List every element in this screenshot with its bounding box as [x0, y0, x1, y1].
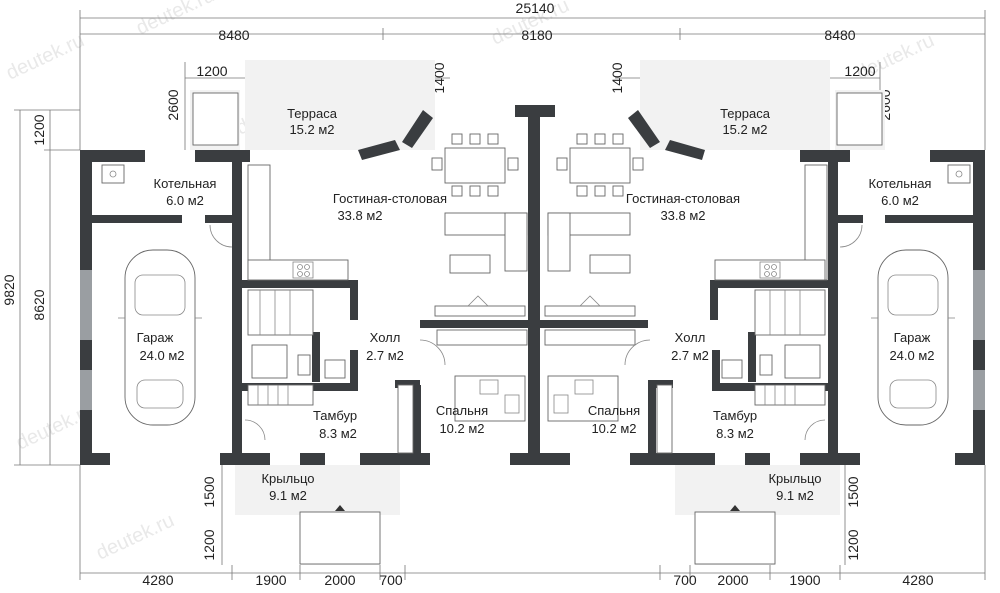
room-bedroom-left-name: Спальня [436, 403, 488, 418]
dim-bottom-700-left: 700 [379, 572, 403, 588]
dim-left-9820: 9820 [1, 274, 17, 305]
room-living-left-area: 33.8 м2 [337, 208, 382, 223]
dim-left-1200: 1200 [31, 114, 47, 145]
dim-porch-left-1500: 1500 [201, 476, 217, 507]
car-right [871, 249, 955, 426]
dim-total-width: 25140 [516, 0, 555, 16]
dim-bottom-1900-right: 1900 [789, 572, 820, 588]
porch-steps-right [694, 505, 776, 565]
watermark: deutek.ru [3, 29, 88, 84]
room-hall-right-area: 2.7 м2 [671, 348, 709, 363]
bed-right [547, 375, 619, 422]
dim-bottom-2000-left: 2000 [324, 572, 355, 588]
room-porch-right-area: 9.1 м2 [776, 488, 814, 503]
room-terrace-right-area: 15.2 м2 [722, 122, 767, 137]
sofa-right [547, 212, 631, 274]
dim-bottom-4280-right: 4280 [902, 572, 933, 588]
dim-bottom-2000-right: 2000 [717, 572, 748, 588]
room-labels-right: Терраса 15.2 м2 Котельная 6.0 м2 Гостина… [588, 106, 935, 503]
room-living-left-name: Гостиная-столовая [333, 191, 447, 206]
room-bedroom-right-name: Спальня [588, 403, 640, 418]
dim-left-2600: 2600 [165, 89, 181, 120]
room-garage-right-area: 24.0 м2 [889, 348, 934, 363]
dim-bottom-1900-left: 1900 [255, 572, 286, 588]
walls [80, 105, 985, 465]
room-boiler-left-name: Котельная [154, 176, 217, 191]
sofa-left [444, 212, 528, 274]
room-boiler-left-area: 6.0 м2 [166, 193, 204, 208]
stair-right [754, 289, 826, 406]
room-vestibule-right-area: 8.3 м2 [716, 426, 754, 441]
watermark: deutek.ru [93, 509, 178, 564]
room-terrace-left-name: Терраса [287, 106, 338, 121]
stair-left [247, 289, 314, 406]
room-labels-left: Терраса 15.2 м2 Котельная 6.0 м2 Гостина… [137, 106, 488, 503]
room-garage-right-name: Гараж [894, 330, 931, 345]
room-hall-left-name: Холл [370, 330, 401, 345]
dim-bottom-4280-left: 4280 [142, 572, 173, 588]
dim-left-8620: 8620 [31, 289, 47, 320]
room-vestibule-left-area: 8.3 м2 [319, 426, 357, 441]
dim-terrace-left-1200: 1200 [196, 63, 227, 79]
dining-table-left [431, 133, 519, 197]
room-living-right-area: 33.8 м2 [660, 208, 705, 223]
room-boiler-right-area: 6.0 м2 [881, 193, 919, 208]
dim-top-right: 8480 [824, 27, 855, 43]
room-vestibule-right-name: Тамбур [713, 408, 757, 423]
room-bedroom-right-area: 10.2 м2 [591, 421, 636, 436]
dim-terrace-right-1400: 1400 [609, 62, 625, 93]
dimension-lines [14, 10, 986, 580]
room-hall-right-name: Холл [675, 330, 706, 345]
room-garage-left-name: Гараж [137, 330, 174, 345]
room-vestibule-left-name: Тамбур [313, 408, 357, 423]
dim-top-left: 8480 [218, 27, 249, 43]
room-garage-left-area: 24.0 м2 [139, 348, 184, 363]
dim-top-center: 8180 [521, 27, 552, 43]
room-living-right-name: Гостиная-столовая [626, 191, 740, 206]
room-hall-left-area: 2.7 м2 [366, 348, 404, 363]
room-porch-right-name: Крыльцо [768, 471, 821, 486]
dim-porch-right-1200: 1200 [845, 529, 861, 560]
porch-steps-left [299, 505, 381, 565]
dim-porch-left-1200: 1200 [201, 529, 217, 560]
dining-table-right [556, 133, 644, 197]
bed-left [454, 375, 526, 422]
fixtures [101, 92, 971, 565]
room-terrace-left-area: 15.2 м2 [289, 122, 334, 137]
dim-terrace-right-1200: 1200 [844, 63, 875, 79]
room-terrace-right-name: Терраса [720, 106, 771, 121]
room-porch-left-name: Крыльцо [261, 471, 314, 486]
room-boiler-right-name: Котельная [869, 176, 932, 191]
room-bedroom-left-area: 10.2 м2 [439, 421, 484, 436]
dim-porch-right-1500: 1500 [845, 476, 861, 507]
dim-bottom-700-right: 700 [673, 572, 697, 588]
car-left [118, 249, 202, 426]
room-porch-left-area: 9.1 м2 [269, 488, 307, 503]
